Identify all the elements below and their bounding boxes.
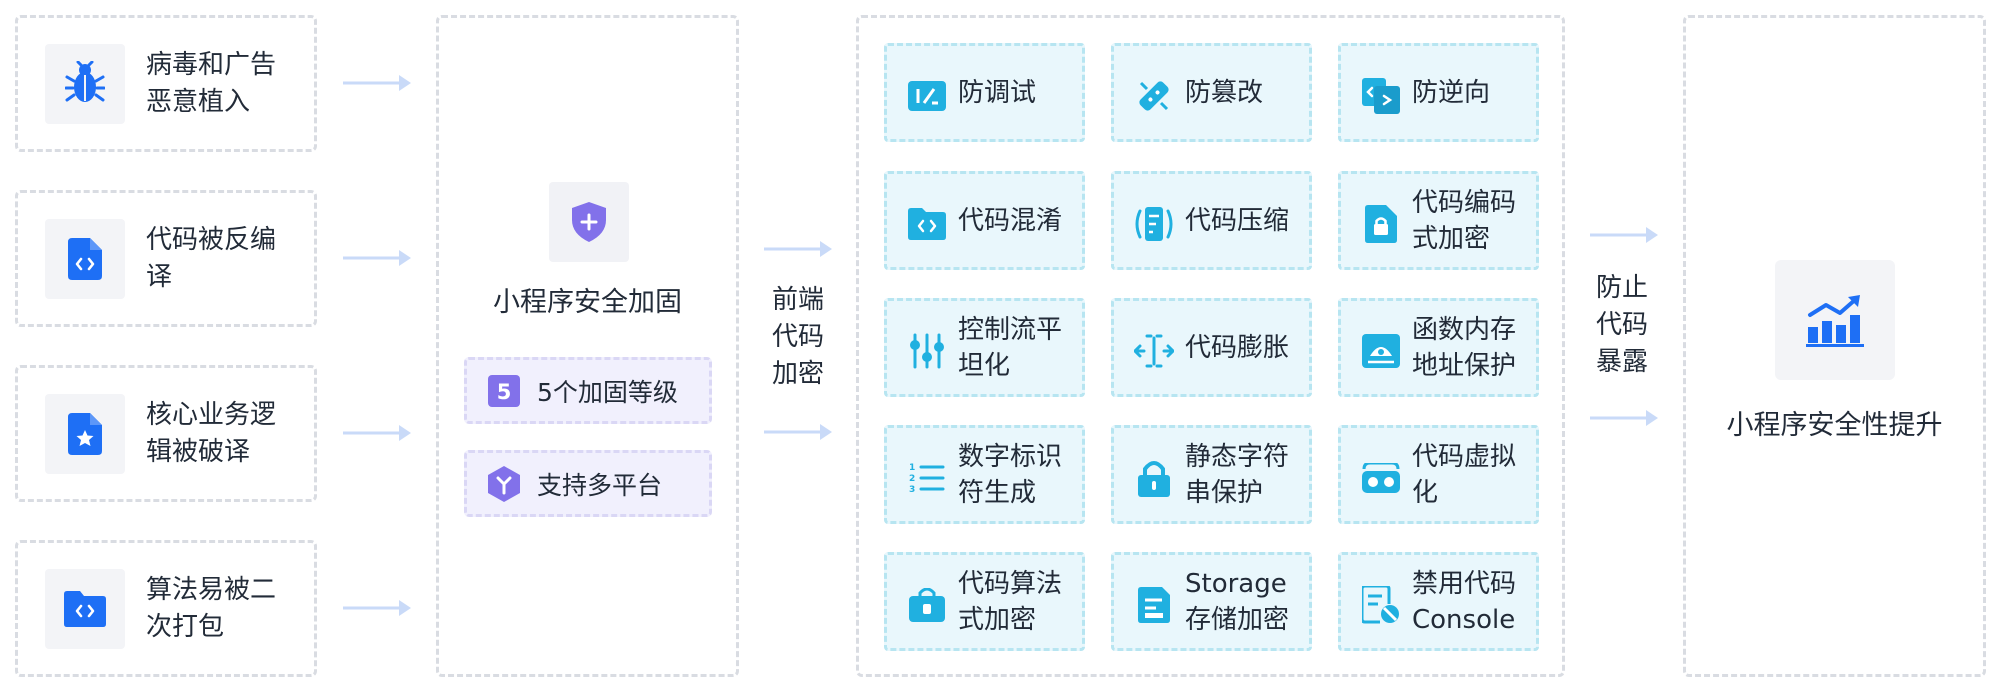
bug-icon xyxy=(45,44,125,124)
panel-title: 小程序安全加固 xyxy=(493,287,682,318)
compress-icon xyxy=(1134,204,1174,244)
lock-folder-icon xyxy=(907,585,947,625)
feature-cell: 函数内存地址保护 xyxy=(1338,298,1539,397)
feature-cell: 代码虚拟化 xyxy=(1338,425,1539,524)
feature-cell: 防调试 xyxy=(884,43,1085,142)
code-file-icon xyxy=(45,219,125,299)
feature-cell: 防篡改 xyxy=(1111,43,1312,142)
five-badge-icon: 5 xyxy=(487,374,521,408)
arrow-right-icon xyxy=(343,75,411,91)
arrow-right-icon xyxy=(1590,410,1658,426)
feature-label: 防逆向 xyxy=(1412,77,1491,108)
reverse-proof-icon xyxy=(1361,76,1401,116)
expand-icon xyxy=(1134,331,1174,371)
arrow-right-icon xyxy=(1590,227,1658,243)
feature-label: 代码压缩 xyxy=(1185,205,1290,236)
feature-cell: 代码编码式加密 xyxy=(1338,171,1539,270)
sliders-icon xyxy=(907,331,947,371)
threat-label: 算法易被二次打包 xyxy=(146,574,277,642)
feature-label: 代码膨胀 xyxy=(1185,332,1290,363)
feature-label: 防篡改 xyxy=(1185,77,1264,108)
feature-label: 代码混淆 xyxy=(958,205,1063,236)
arrow-right-icon xyxy=(343,600,411,616)
svg-text:3: 3 xyxy=(909,485,915,494)
svg-text:5: 5 xyxy=(497,380,512,404)
svg-text:2: 2 xyxy=(909,474,915,484)
feature-cell: 静态字符串保护 xyxy=(1111,425,1312,524)
storage-save-icon xyxy=(1134,585,1174,625)
badge-label: 支持多平台 xyxy=(537,470,663,500)
threat-card: 核心业务逻辑被破译 xyxy=(15,365,317,502)
feature-label: 防调试 xyxy=(958,77,1037,108)
badge-label: 5个加固等级 xyxy=(537,377,678,407)
result-panel: 小程序安全性提升 xyxy=(1683,15,1986,677)
console-ban-icon xyxy=(1361,585,1401,625)
shield-plus-icon xyxy=(549,182,629,262)
threat-label: 病毒和广告恶意植入 xyxy=(146,49,277,117)
arrow-right-icon xyxy=(343,250,411,266)
feature-label: 代码算法式加密 xyxy=(958,568,1063,635)
tamper-proof-icon xyxy=(1134,76,1174,116)
debug-block-icon xyxy=(907,76,947,116)
threat-card: 病毒和广告恶意植入 xyxy=(15,15,317,152)
arrow-right-icon xyxy=(764,424,832,440)
memory-protect-icon xyxy=(1361,331,1401,371)
feature-cell: 防逆向 xyxy=(1338,43,1539,142)
feature-cell: 代码压缩 xyxy=(1111,171,1312,270)
file-lock-icon xyxy=(1361,204,1401,244)
feature-label: 函数内存地址保护 xyxy=(1412,314,1517,381)
threat-label: 代码被反编译 xyxy=(146,224,277,292)
vr-glasses-icon xyxy=(1361,458,1401,498)
padlock-icon xyxy=(1134,458,1174,498)
threat-label: 核心业务逻辑被破译 xyxy=(146,399,277,467)
feature-label: 代码编码式加密 xyxy=(1412,187,1517,254)
hexagon-branch-icon xyxy=(487,465,521,502)
threat-card: 代码被反编译 xyxy=(15,190,317,327)
feature-cell: 控制流平坦化 xyxy=(884,298,1085,397)
security-hardening-panel: 小程序安全加固 5 5个加固等级 支持多平台 xyxy=(436,15,739,677)
arrow-right-icon xyxy=(343,425,411,441)
feature-cell: 代码混淆 xyxy=(884,171,1085,270)
growth-chart-icon xyxy=(1775,260,1895,380)
multi-platform-badge: 支持多平台 xyxy=(464,450,712,517)
code-folder-icon xyxy=(45,569,125,649)
svg-text:1: 1 xyxy=(909,463,915,473)
frontend-encryption-label: 前端代码加密 xyxy=(771,285,824,389)
folder-code-icon xyxy=(907,204,947,244)
feature-cell: 代码膨胀 xyxy=(1111,298,1312,397)
hardening-levels-badge: 5 5个加固等级 xyxy=(464,357,712,424)
prevent-exposure-label: 防止代码暴露 xyxy=(1595,273,1648,377)
arrow-right-icon xyxy=(764,241,832,257)
feature-cell: 代码算法式加密 xyxy=(884,552,1085,651)
feature-label: 数字标识符生成 xyxy=(958,441,1063,508)
feature-label: 控制流平坦化 xyxy=(958,314,1063,381)
feature-label: 静态字符串保护 xyxy=(1185,441,1290,508)
feature-label: 代码虚拟化 xyxy=(1412,441,1517,508)
star-file-icon xyxy=(45,394,125,474)
threat-card: 算法易被二次打包 xyxy=(15,540,317,677)
feature-grid: 防调试 防篡改 防逆向 代码混淆 代码压缩 代码编码式加密 xyxy=(856,15,1565,677)
result-title: 小程序安全性提升 xyxy=(1726,410,1943,441)
